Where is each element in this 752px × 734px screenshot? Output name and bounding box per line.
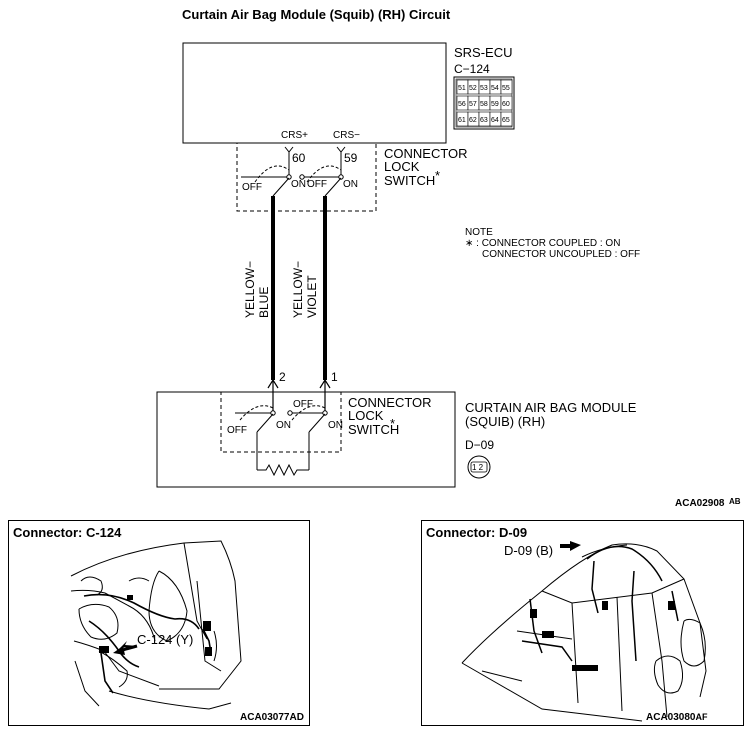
vehicle-illustration (461, 541, 707, 722)
lower-sw-left-off: OFF (227, 425, 247, 436)
panel-d09-figure-code-main: ACA03080 (646, 712, 696, 723)
diagram-title: Curtain Air Bag Module (Squib) (RH) Circ… (182, 7, 451, 22)
ecu-pin-number: 52 (469, 85, 477, 92)
lower-sw-right-on: ON (328, 420, 343, 431)
ecu-pin-number: 56 (458, 101, 466, 108)
circuit-figure-suffix: AB (729, 497, 741, 506)
ecu-pin-number: 57 (469, 101, 477, 108)
ecu-pin-cell (500, 111, 513, 127)
pin-2: 2 (279, 370, 286, 384)
lower-sw-right-off: OFF (293, 399, 313, 410)
ecu-pin-number: 54 (491, 85, 499, 92)
lower-lock-line1: CONNECTOR (348, 395, 432, 410)
note-title: NOTE (465, 227, 493, 238)
ecu-pin-number: 55 (502, 85, 510, 92)
ecu-pin-number: 51 (458, 85, 466, 92)
panel-c124-callout: C-124 (Y) (137, 632, 194, 647)
module-connector-face: 1 2 (467, 455, 491, 479)
lower-lock-line2: LOCK (348, 408, 384, 423)
panel-d09-figure-code: ACA03080AF (646, 712, 707, 723)
ecu-pin-number: 58 (480, 101, 488, 108)
wire-right-color-bottom: VIOLET (305, 275, 319, 318)
ecu-pin-number: 59 (491, 101, 499, 108)
lower-lock-line3: SWITCH (348, 422, 399, 437)
lower-sw-left-on: ON (276, 420, 291, 431)
panel-d09-title: Connector: D-09 (426, 525, 528, 540)
note-line2: CONNECTOR UNCOUPLED : OFF (482, 249, 640, 260)
terminal-crs-plus: CRS+ (281, 130, 308, 141)
ecu-pin-number: 65 (502, 117, 510, 124)
wire-right-color-top: YELLOW− (291, 261, 305, 318)
wire-left-color-top: YELLOW− (243, 261, 257, 318)
ecu-connector: C−124 (454, 62, 490, 76)
upper-lock-line2: LOCK (384, 159, 420, 174)
wire-left-color-bottom: BLUE (257, 287, 271, 318)
dashboard-illustration (70, 540, 242, 710)
connector-panel-c124: Connector: C-124 (8, 520, 310, 726)
upper-sw-right-off: OFF (307, 179, 327, 190)
upper-lock-switch-box (236, 142, 377, 212)
connector-panel-d09: Connector: D-09 D-09 (B) (421, 520, 744, 726)
ecu-box (182, 42, 447, 144)
upper-sw-left-on: ON (291, 179, 306, 190)
upper-lock-line3: SWITCH (384, 173, 435, 188)
ecu-pin-number: 61 (458, 117, 466, 124)
upper-lock-star: * (435, 168, 440, 183)
circuit-figure-code: ACA02908 (675, 498, 725, 509)
pin-60: 60 (292, 151, 306, 165)
upper-lock-line1: CONNECTOR (384, 146, 468, 161)
ecu-pin-number: 53 (480, 85, 488, 92)
panel-d09-callout: D-09 (B) (504, 543, 554, 558)
panel-d09-figure-code-suffix: AF (695, 712, 708, 722)
lower-lock-switch-box (220, 391, 342, 453)
module-name-line1: CURTAIN AIR BAG MODULE (465, 400, 637, 415)
ecu-pin-number: 62 (469, 117, 477, 124)
panel-c124-title: Connector: C-124 (13, 525, 122, 540)
panel-c124-figure-code: ACA03077AD (240, 712, 304, 723)
c124-callout-arrow (119, 641, 137, 651)
ecu-pin-number: 64 (491, 117, 499, 124)
terminal-crs-minus: CRS− (333, 130, 360, 141)
ecu-pin-number: 63 (480, 117, 488, 124)
upper-sw-right-on: ON (343, 179, 358, 190)
pin-1: 1 (331, 370, 338, 384)
ecu-pin-cell (500, 95, 513, 111)
pin-59: 59 (344, 151, 358, 165)
ecu-pin-number: 60 (502, 101, 510, 108)
ecu-pin-cell (500, 79, 513, 95)
upper-sw-left-off: OFF (242, 182, 262, 193)
ecu-name: SRS-ECU (454, 45, 513, 60)
note-line1: ∗ : CONNECTOR COUPLED : ON (465, 238, 620, 249)
lower-lock-star: * (390, 416, 395, 431)
module-connector-pins: 1 2 (472, 463, 484, 472)
module-name-line2: (SQUIB) (RH) (465, 414, 545, 429)
module-connector: D−09 (465, 438, 494, 452)
